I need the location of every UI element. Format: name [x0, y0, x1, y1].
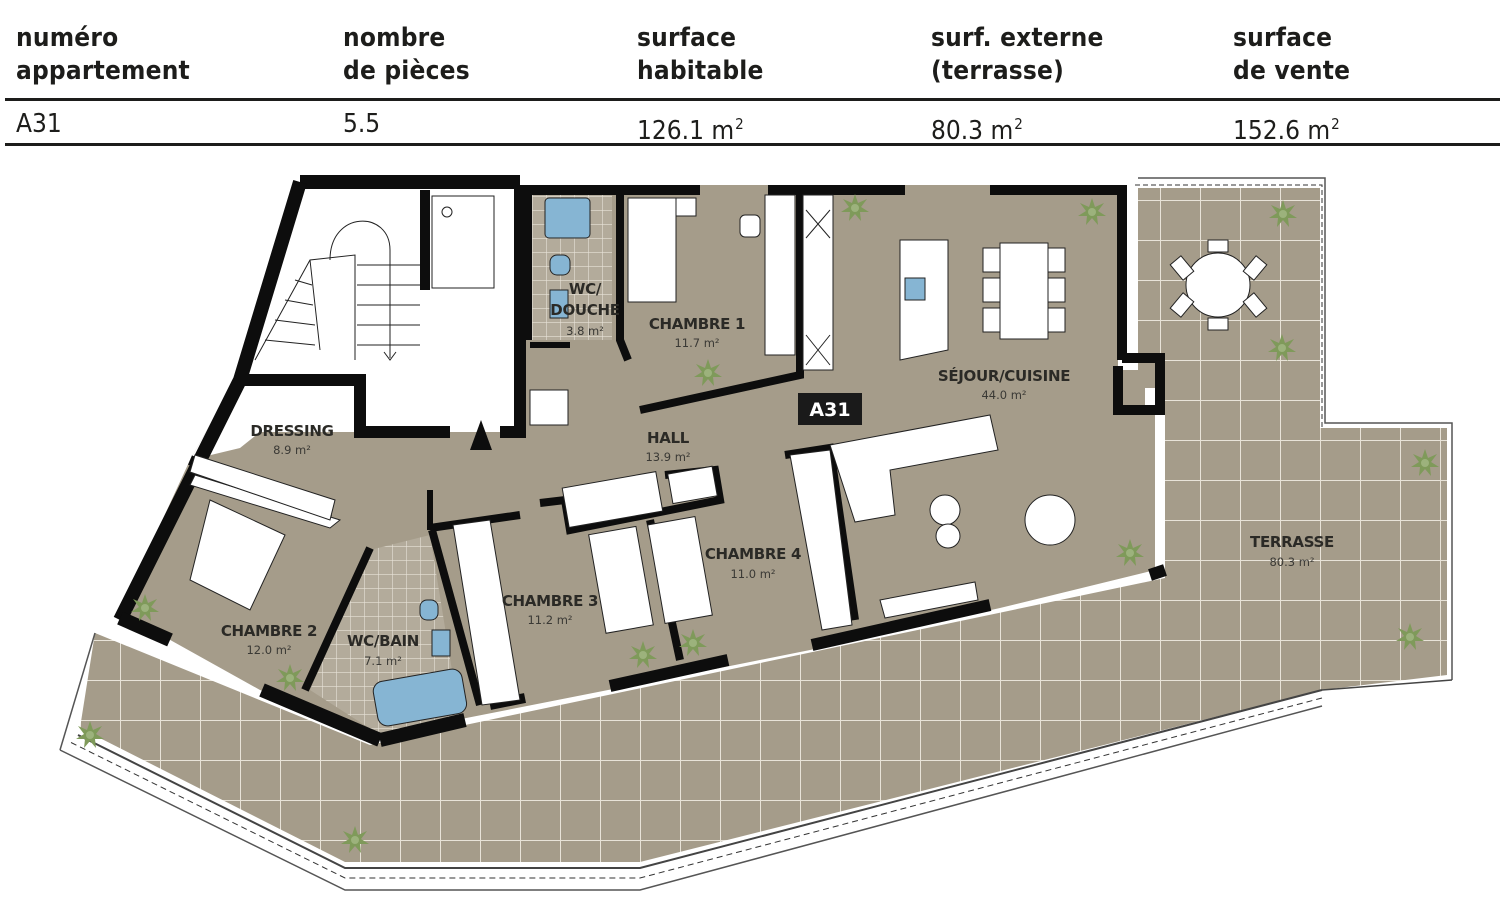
unit-badge-label: A31 — [809, 399, 850, 421]
floor-plan: A31 DRESSING 8.9 m² WC/ DOUCHE 3.8 m² CH… — [59, 175, 1453, 891]
room-area-chambre-4: 11.0 m² — [730, 567, 775, 581]
table-rule-bottom — [5, 143, 1500, 146]
staircase — [254, 220, 420, 361]
room-label-dressing: DRESSING — [250, 422, 333, 440]
value-sale-area: 152.6 m2 — [1233, 106, 1340, 149]
value-text: 152.6 m — [1233, 116, 1331, 146]
furniture — [189, 194, 1268, 727]
room-area-sejour-cuisine: 44.0 m² — [981, 388, 1026, 402]
room-area-terrasse: 80.3 m² — [1269, 555, 1314, 569]
unit-superscript: 2 — [1014, 115, 1023, 133]
header-line: appartement — [16, 56, 190, 86]
room-labels: DRESSING 8.9 m² WC/ DOUCHE 3.8 m² CHAMBR… — [221, 280, 1334, 668]
header-line: surface — [637, 23, 737, 53]
unit-superscript: 2 — [1331, 115, 1340, 133]
room-area-wc-douche: 3.8 m² — [566, 324, 604, 338]
room-label-chambre-1: CHAMBRE 1 — [649, 315, 745, 333]
unit-superscript: 2 — [735, 115, 744, 133]
room-label-wc-douche: WC/ — [569, 280, 602, 298]
room-area-wc-bain: 7.1 m² — [364, 654, 402, 668]
value-apartment-number: A31 — [16, 109, 62, 139]
room-label-terrasse: TERRASSE — [1250, 533, 1334, 551]
header-apartment-number: numéro appartement — [16, 22, 190, 88]
terrace-area — [59, 177, 1453, 891]
header-line: de vente — [1233, 56, 1351, 86]
spec-header-row: numéro appartement nombre de pièces surf… — [5, 22, 1500, 98]
value-text: 126.1 m — [637, 116, 735, 146]
spec-value-row: A31 5.5 126.1 m2 80.3 m2 152.6 m2 — [5, 106, 1500, 146]
room-area-dressing: 8.9 m² — [273, 443, 311, 457]
room-area-chambre-1: 11.7 m² — [674, 336, 719, 350]
unit-badge: A31 — [798, 393, 862, 425]
room-area-chambre-2: 12.0 m² — [246, 643, 291, 657]
room-label-sejour-cuisine: SÉJOUR/CUISINE — [938, 366, 1070, 385]
value-terrace-area: 80.3 m2 — [931, 106, 1023, 149]
room-label-hall: HALL — [647, 429, 690, 447]
room-label-chambre-3: CHAMBRE 3 — [502, 592, 598, 610]
header-line: habitable — [637, 56, 764, 86]
room-area-chambre-3: 11.2 m² — [527, 613, 572, 627]
header-line: surface — [1233, 23, 1333, 53]
header-terrace-area: surf. externe (terrasse) — [931, 22, 1104, 88]
value-living-area: 126.1 m2 — [637, 106, 744, 149]
header-line: (terrasse) — [931, 56, 1065, 86]
room-label-chambre-2: CHAMBRE 2 — [221, 622, 317, 640]
header-living-area: surface habitable — [637, 22, 764, 88]
room-label-chambre-4: CHAMBRE 4 — [705, 545, 801, 563]
header-line: nombre — [343, 23, 446, 53]
header-line: numéro — [16, 23, 119, 53]
room-area-hall: 13.9 m² — [645, 450, 690, 464]
header-rooms: nombre de pièces — [343, 22, 470, 88]
value-rooms: 5.5 — [343, 109, 381, 139]
header-line: de pièces — [343, 56, 470, 86]
header-sale-area: surface de vente — [1233, 22, 1350, 88]
table-rule-top — [5, 98, 1500, 101]
elevator — [431, 195, 495, 450]
header-line: surf. externe — [931, 23, 1104, 53]
value-text: 80.3 m — [931, 116, 1014, 146]
room-label-wc-douche-2: DOUCHE — [550, 301, 619, 319]
room-label-wc-bain: WC/BAIN — [347, 632, 419, 650]
